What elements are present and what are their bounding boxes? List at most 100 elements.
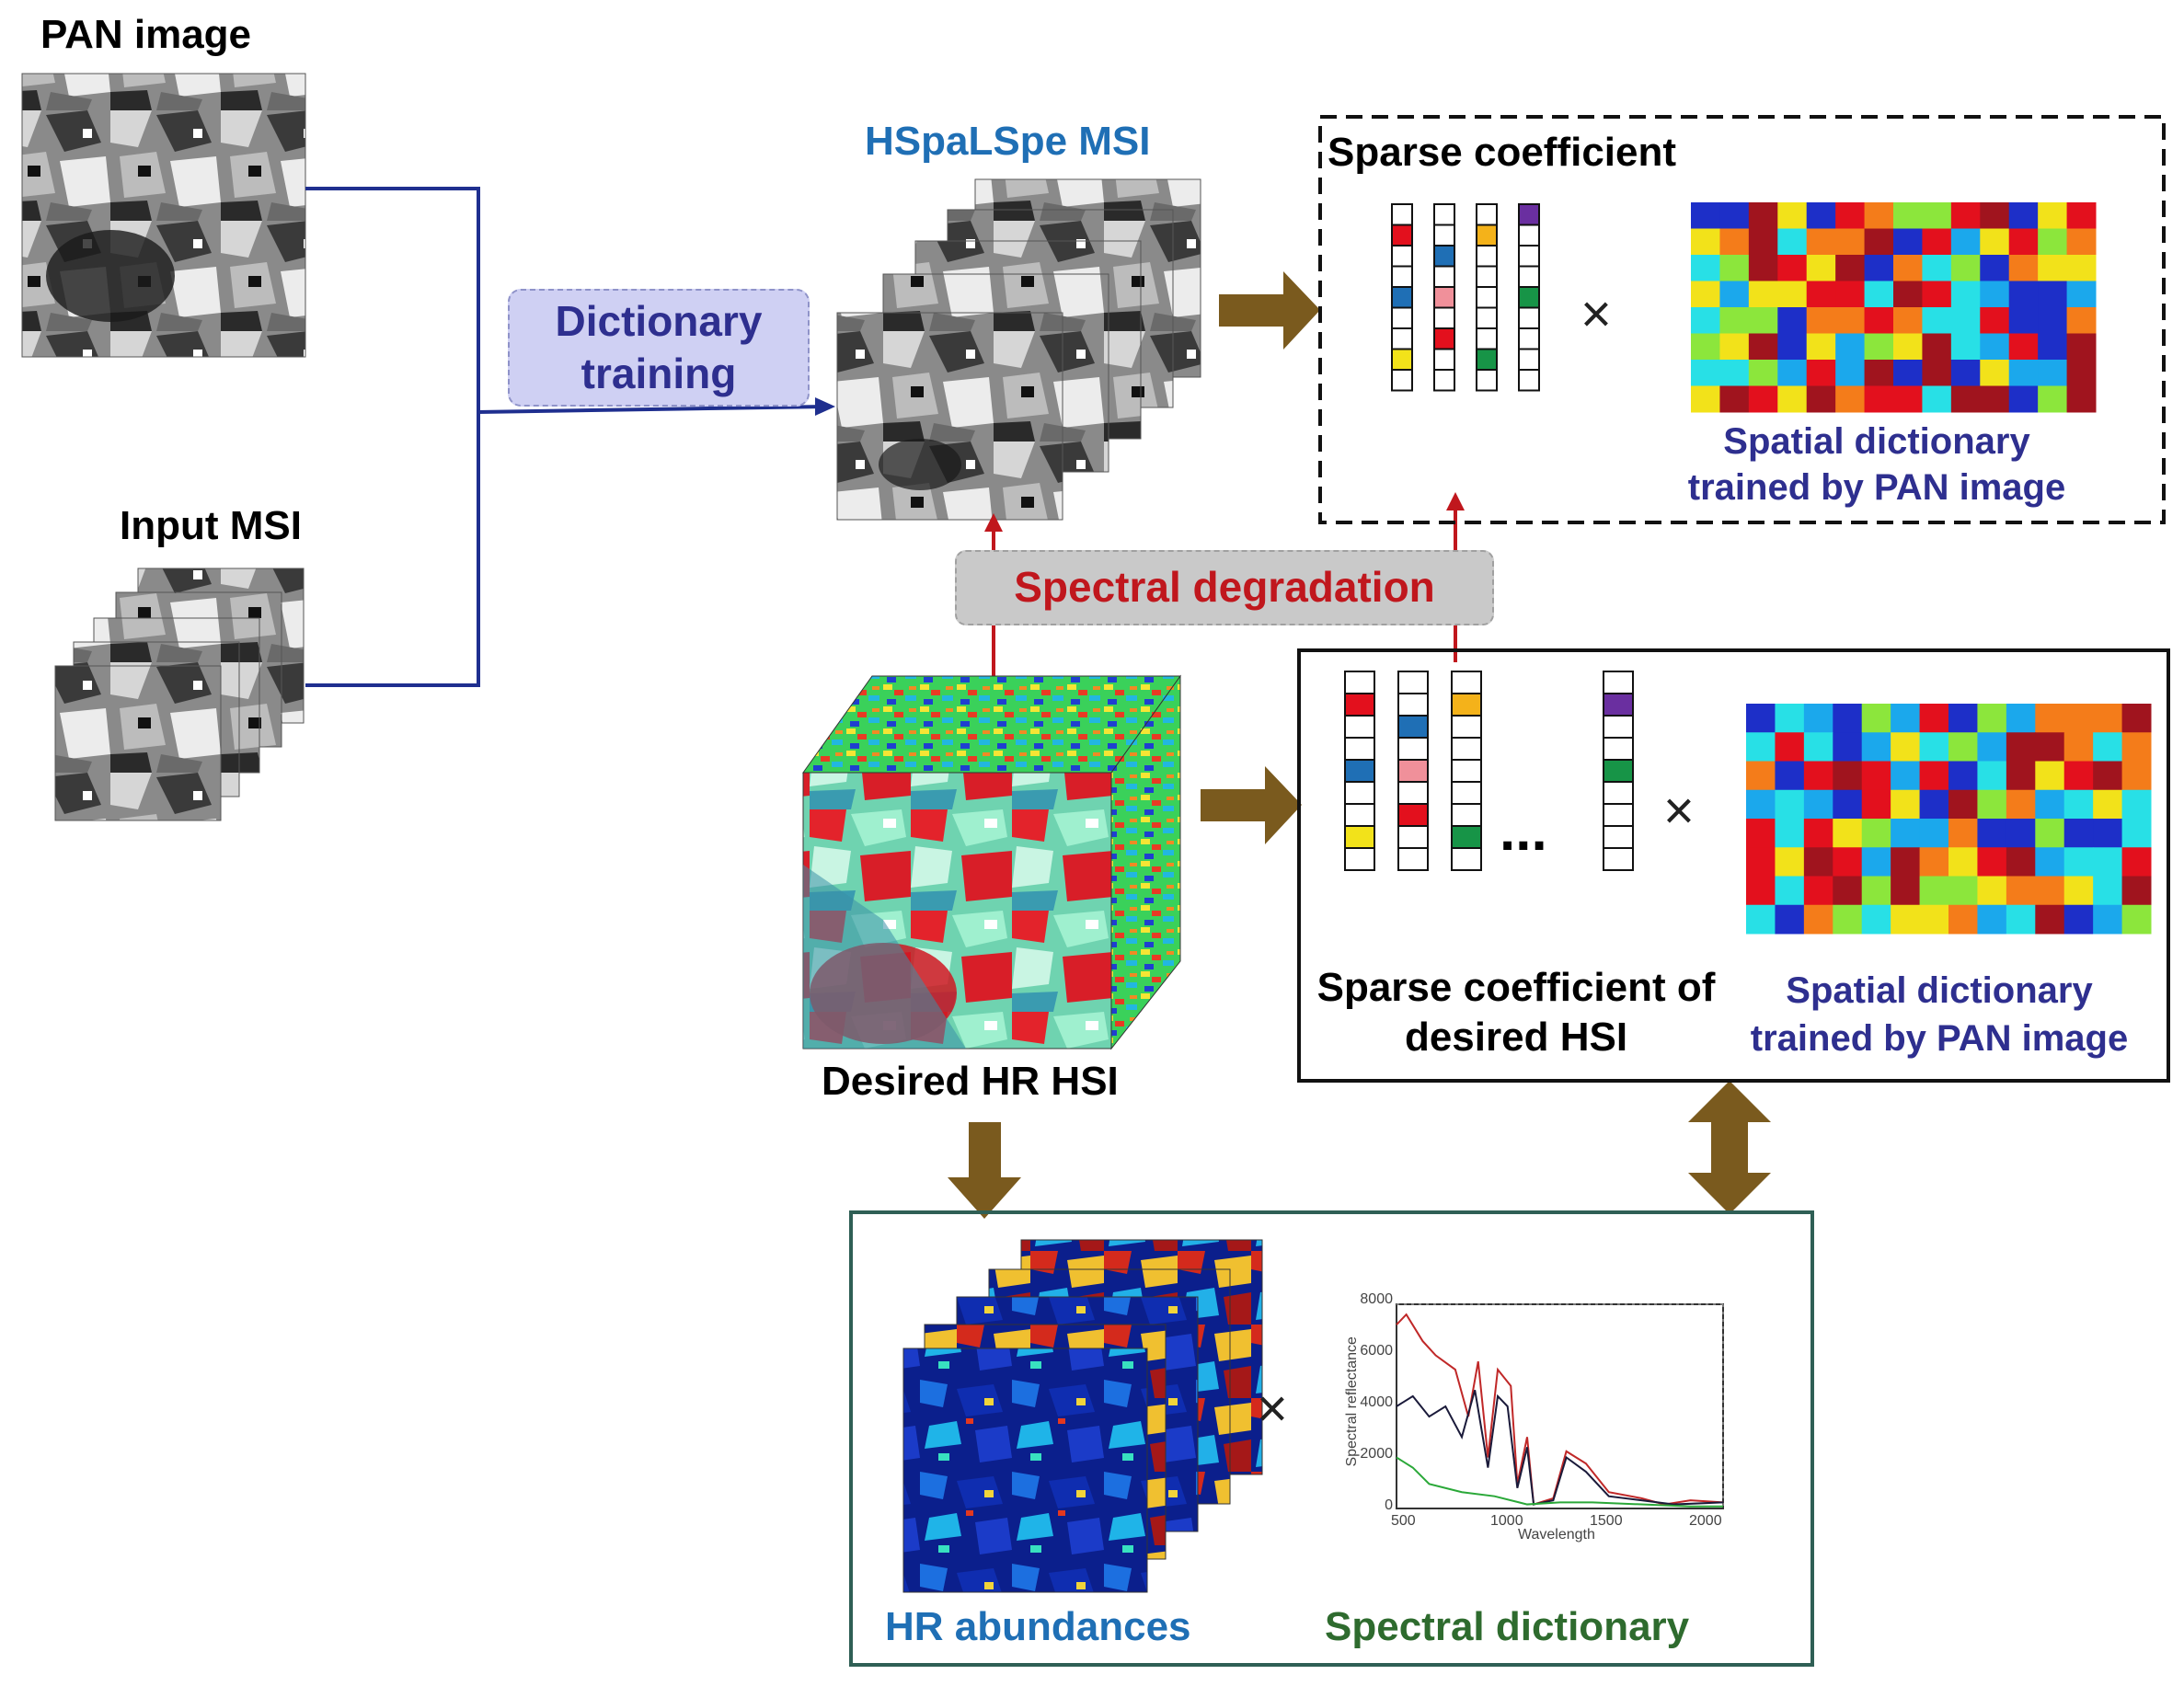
mid-spatial-dictionary-heatmap xyxy=(1746,704,2152,935)
heatmap-cell xyxy=(1719,333,1750,361)
heatmap-cell xyxy=(1922,202,1952,229)
heatmap-cell xyxy=(2008,202,2039,229)
heatmap-cell xyxy=(1803,904,1833,935)
heatmap-cell xyxy=(2035,819,2065,848)
sparse-coefficient-title: Sparse coefficient xyxy=(1328,130,1677,175)
heatmap-cell xyxy=(1833,732,1863,762)
heatmap-cell xyxy=(2066,360,2097,386)
heatmap-cell xyxy=(1977,704,2007,733)
heatmap-cell xyxy=(1833,789,1863,820)
heatmap-cell xyxy=(1948,789,1978,820)
top-multiply-sign: × xyxy=(1581,284,1612,344)
heatmap-cell xyxy=(1980,360,2010,386)
heatmap-cell xyxy=(1806,360,1836,386)
heatmap-cell xyxy=(1891,704,1921,733)
heatmap-cell xyxy=(2035,876,2065,906)
heatmap-cell xyxy=(1775,789,1805,820)
coefficient-cell xyxy=(1518,306,1540,329)
coefficient-cell xyxy=(1397,781,1429,805)
heatmap-cell xyxy=(2035,904,2065,935)
coefficient-cell xyxy=(1397,825,1429,849)
heatmap-cell xyxy=(1861,847,1891,877)
heatmap-cell xyxy=(1775,876,1805,906)
heatmap-cell xyxy=(1777,307,1808,334)
coefficient-cell xyxy=(1518,265,1540,288)
heatmap-cell xyxy=(1777,360,1808,386)
heatmap-cell xyxy=(1948,904,1978,935)
heatmap-cell xyxy=(1980,385,2010,413)
heatmap-cell xyxy=(1864,202,1894,229)
pan-image-label: PAN image xyxy=(40,12,252,57)
heatmap-cell xyxy=(2006,876,2036,906)
heatmap-cell xyxy=(1919,732,1949,762)
heatmap-cell xyxy=(1950,228,1981,256)
heatmap-cell xyxy=(1861,876,1891,906)
heatmap-cell xyxy=(2063,704,2094,733)
heatmap-cell xyxy=(1746,704,1776,733)
dictionary-training-pill: Dictionary training xyxy=(508,289,810,407)
coefficient-cell xyxy=(1397,847,1429,871)
x-tick-label: 1000 xyxy=(1490,1513,1523,1529)
coefficient-cell xyxy=(1391,327,1413,350)
coefficient-cell xyxy=(1433,265,1455,288)
heatmap-cell xyxy=(1719,228,1750,256)
hr-abundances-label: HR abundances xyxy=(885,1604,1191,1649)
spectral-curve xyxy=(1396,1389,1724,1506)
coefficient-cell xyxy=(1451,671,1482,694)
coefficient-cell xyxy=(1451,825,1482,849)
coefficient-cell xyxy=(1391,245,1413,268)
heatmap-cell xyxy=(1835,360,1866,386)
coefficient-cell xyxy=(1397,737,1429,761)
heatmap-cell xyxy=(1922,255,1952,281)
heatmap-cell xyxy=(2063,819,2094,848)
heatmap-cell xyxy=(1748,228,1778,256)
heatmap-cell xyxy=(1748,307,1778,334)
mid-multiply-sign: × xyxy=(1663,781,1695,841)
input-msi-label: Input MSI xyxy=(120,503,302,548)
y-tick-label: 2000 xyxy=(1360,1446,1393,1462)
heatmap-cell xyxy=(1691,307,1720,334)
heatmap-cell xyxy=(1919,704,1949,733)
coefficient-cell xyxy=(1603,737,1634,761)
coefficient-cell xyxy=(1397,671,1429,694)
heatmap-cell xyxy=(1864,385,1894,413)
heatmap-cell xyxy=(1833,761,1863,791)
heatmap-cell xyxy=(1719,202,1750,229)
heatmap-cell xyxy=(1861,904,1891,935)
heatmap-cell xyxy=(1691,333,1720,361)
x-tick-label: 500 xyxy=(1391,1513,1416,1529)
coefficient-cell xyxy=(1433,224,1455,247)
heatmap-cell xyxy=(1893,202,1923,229)
heatmap-cell xyxy=(1806,255,1836,281)
hr-abundances-stack xyxy=(902,1239,1263,1593)
heatmap-cell xyxy=(1891,761,1921,791)
heatmap-cell xyxy=(1980,333,2010,361)
heatmap-cell xyxy=(2006,732,2036,762)
heatmap-cell xyxy=(2066,228,2097,256)
heatmap-cell xyxy=(2121,789,2152,820)
heatmap-cell xyxy=(1748,255,1778,281)
heatmap-cell xyxy=(1893,385,1923,413)
heatmap-cell xyxy=(2006,789,2036,820)
heatmap-cell xyxy=(2093,704,2123,733)
heatmap-cell xyxy=(1950,333,1981,361)
coefficient-cell xyxy=(1451,803,1482,827)
heatmap-cell xyxy=(1864,228,1894,256)
heatmap-cell xyxy=(1777,281,1808,308)
heatmap-cell xyxy=(1719,307,1750,334)
heatmap-cell xyxy=(1691,202,1720,229)
heatmap-cell xyxy=(1719,360,1750,386)
heatmap-cell xyxy=(1922,307,1952,334)
x-tick-label: 2000 xyxy=(1689,1513,1722,1529)
heatmap-cell xyxy=(1893,228,1923,256)
heatmap-cell xyxy=(1977,904,2007,935)
heatmap-cell xyxy=(1835,228,1866,256)
coefficient-cell xyxy=(1433,306,1455,329)
heatmap-cell xyxy=(1806,228,1836,256)
heatmap-cell xyxy=(2006,847,2036,877)
spectral-degradation-pill: Spectral degradation xyxy=(955,550,1494,625)
heatmap-cell xyxy=(1691,385,1720,413)
heatmap-cell xyxy=(1803,789,1833,820)
heatmap-cell xyxy=(1775,904,1805,935)
